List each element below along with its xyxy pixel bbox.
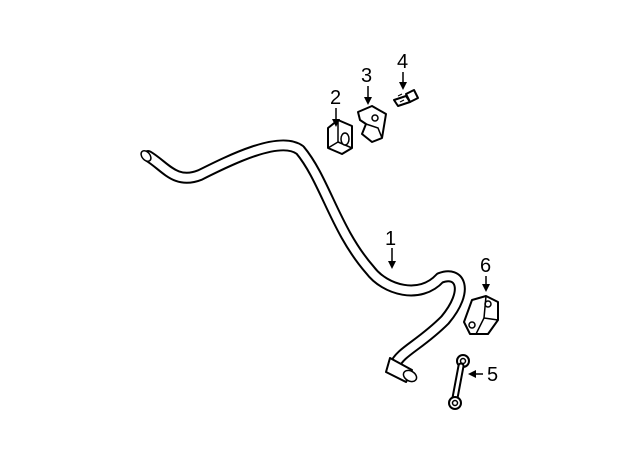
stabilizer-bar xyxy=(140,139,466,383)
callout-4: 4 xyxy=(397,51,408,73)
callout-1: 1 xyxy=(385,228,396,250)
callout-2: 2 xyxy=(330,87,341,109)
clamp-bracket xyxy=(463,295,499,335)
bushing xyxy=(327,119,353,155)
callout-6: 6 xyxy=(480,255,491,277)
bracket xyxy=(357,105,387,143)
stabilizer-link xyxy=(448,354,470,410)
bolt xyxy=(393,89,419,107)
callout-5: 5 xyxy=(487,364,498,386)
callout-3: 3 xyxy=(361,65,372,87)
leader-lines xyxy=(332,72,490,378)
